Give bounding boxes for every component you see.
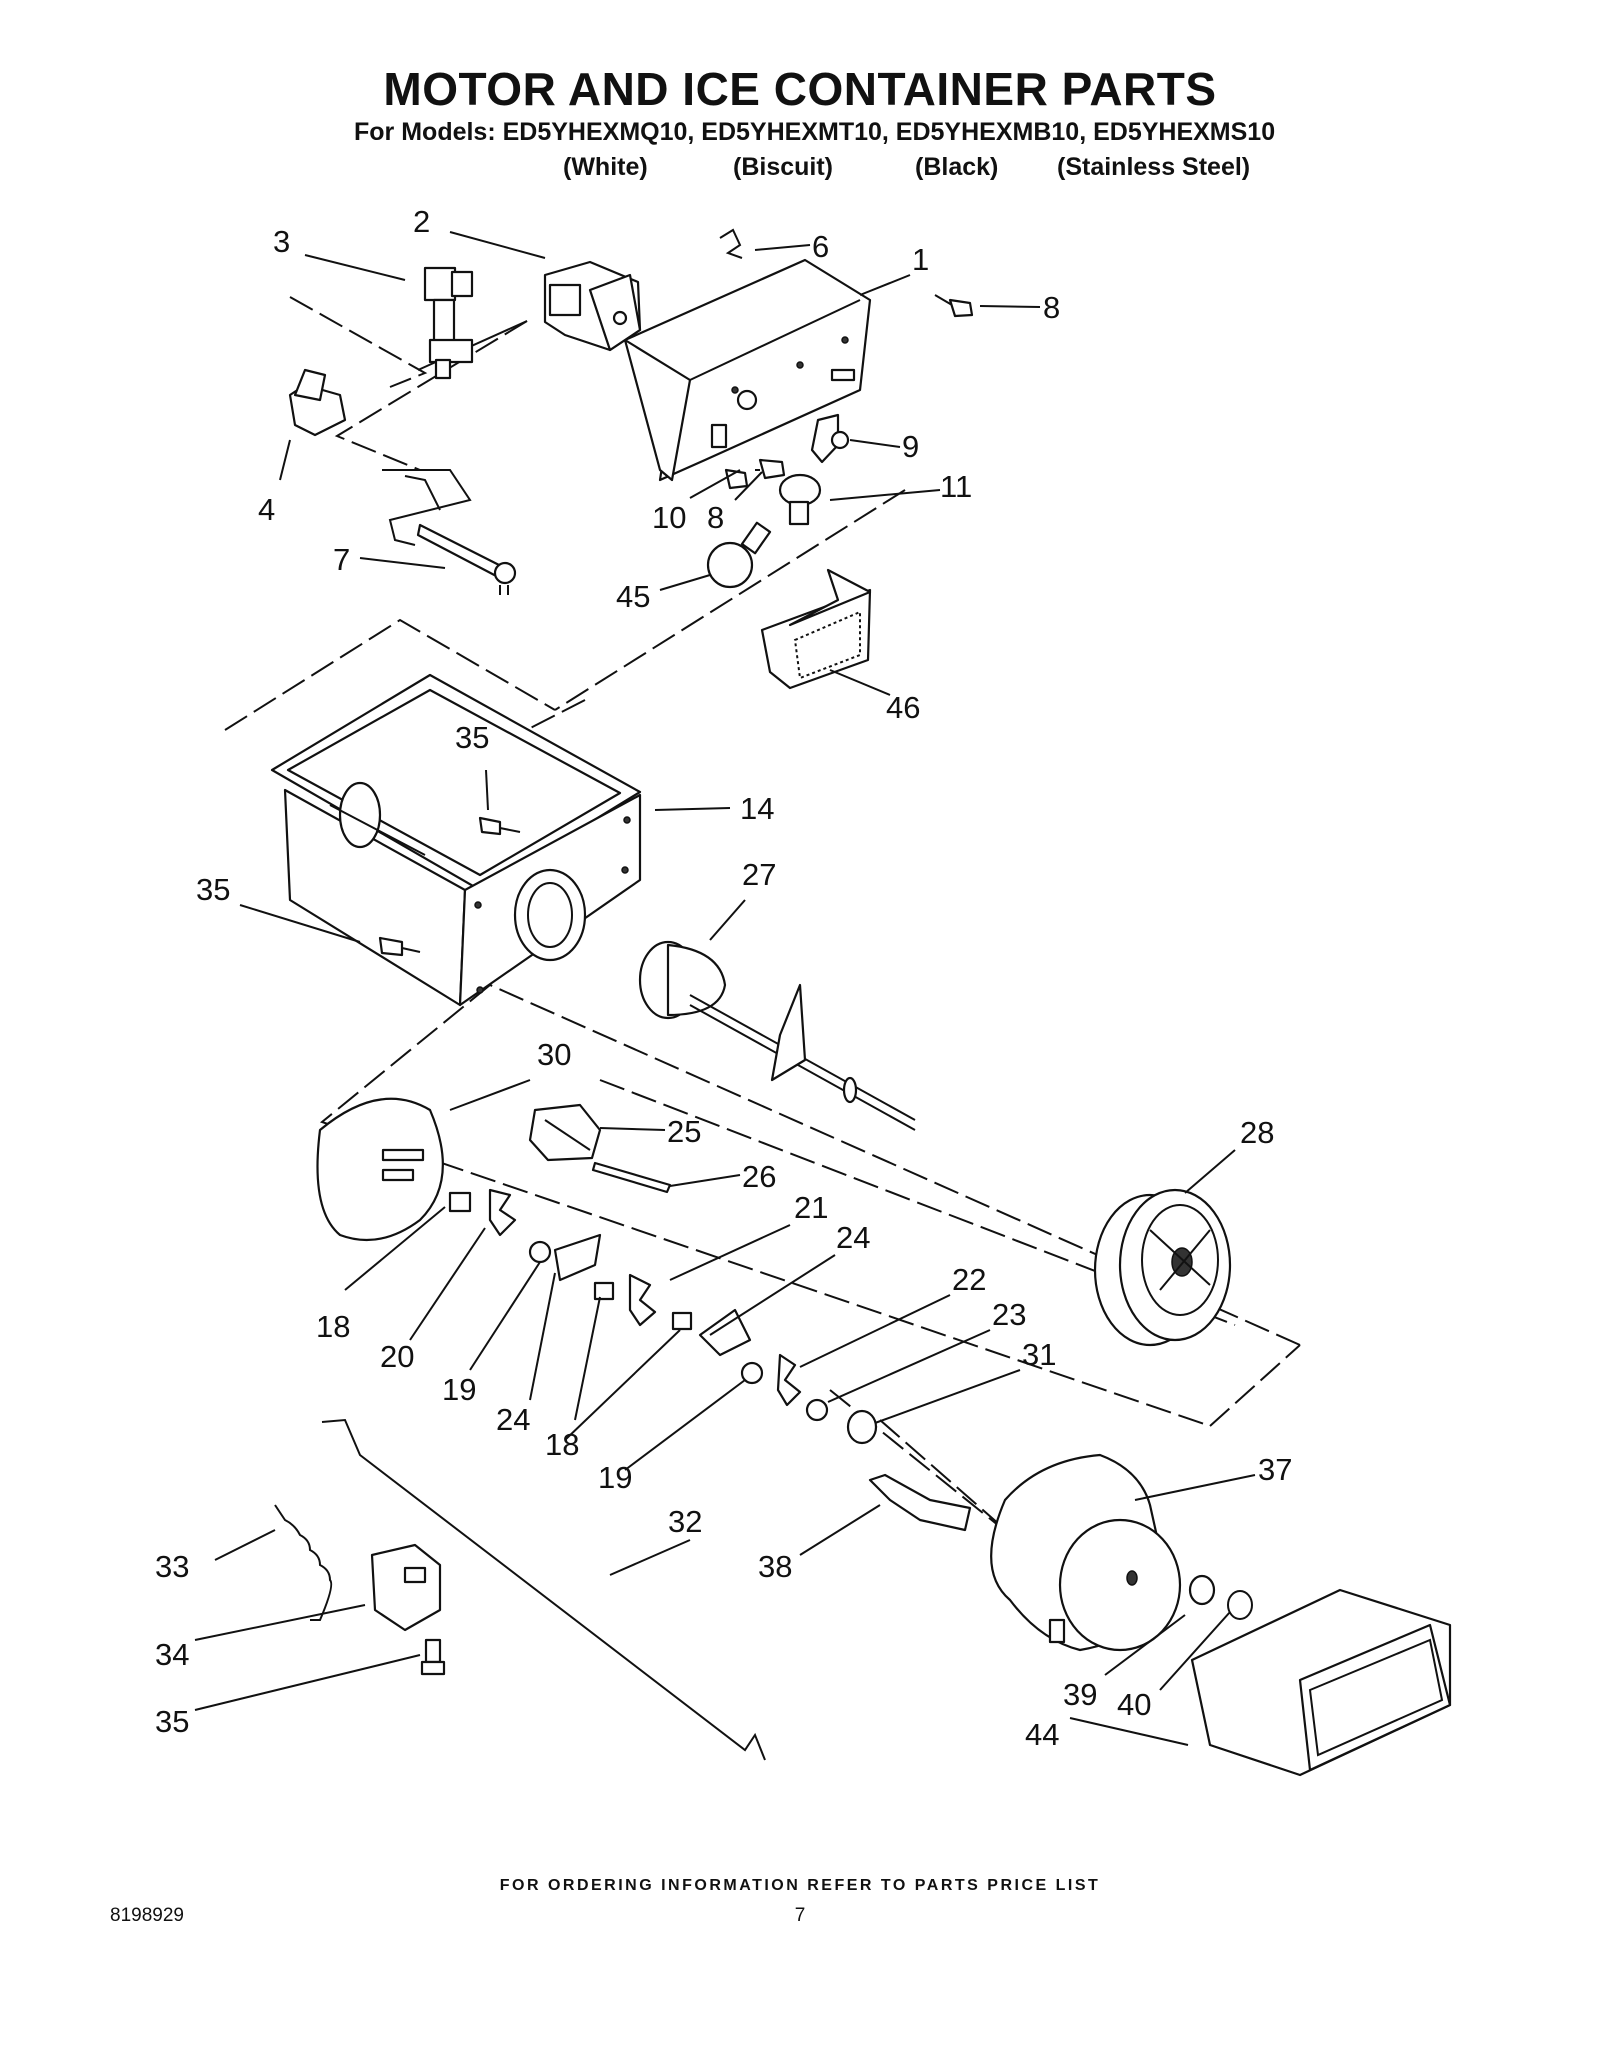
light-housing-part [810,413,850,464]
auger-motor-part [543,260,642,352]
bucket-front-part [1190,1588,1452,1777]
callout-38: 38 [758,1549,792,1584]
wire-harness-part [382,469,517,595]
callout-11: 11 [940,469,972,504]
callout-34: 34 [155,1637,189,1672]
bottom-screw-part [420,1638,446,1676]
callout-14: 14 [740,791,774,826]
light-bulb-part [706,521,772,589]
callout-9: 9 [902,429,919,464]
callout-numbers: 3 2 6 1 8 9 11 10 8 4 7 45 46 35 14 27 3… [155,204,1292,1752]
callout-18-left: 18 [316,1309,350,1344]
callout-32: 32 [668,1504,702,1539]
callout-24-right: 24 [836,1220,870,1255]
color-white: (White) [563,153,648,181]
callout-6: 6 [812,229,829,264]
crusher-blade-stack [448,1188,878,1445]
bracket-part [370,1543,442,1632]
solenoid-valve-part [423,266,474,380]
models-line: For Models: ED5YHEXMQ10, ED5YHEXMT10, ED… [354,118,1276,146]
callout-4: 4 [258,492,275,527]
drive-housing-part [990,1453,1182,1652]
callout-44: 44 [1025,1717,1059,1752]
auger-part [638,940,916,1131]
callout-37: 37 [1258,1452,1292,1487]
document-number: 8198929 [110,1905,184,1926]
callout-27: 27 [742,857,776,892]
callout-24-left: 24 [496,1402,530,1437]
cam-part [868,1473,972,1532]
callout-33: 33 [155,1549,189,1584]
callout-35-container: 35 [455,720,489,755]
callout-19-center: 19 [598,1460,632,1495]
callout-31: 31 [1022,1337,1056,1372]
callout-18-center: 18 [545,1427,579,1462]
container-screw-parts [378,816,521,957]
callout-25: 25 [667,1114,701,1149]
callout-23: 23 [992,1297,1026,1332]
clip-part [719,228,743,259]
motor-bracket-part [623,258,872,482]
rod-part [321,1418,766,1761]
callout-39: 39 [1063,1677,1097,1712]
callout-21: 21 [794,1190,828,1225]
crusher-plate-part [316,1097,444,1242]
callout-8-center: 8 [707,500,724,535]
page-number: 7 [794,1905,806,1926]
callout-10: 10 [652,500,686,535]
lamp-socket-part [778,473,822,526]
callout-30: 30 [537,1037,571,1072]
page-title: MOTOR AND ICE CONTAINER PARTS [383,63,1217,115]
ordering-note: FOR ORDERING INFORMATION REFER TO PARTS … [499,1877,1101,1894]
callout-1: 1 [912,242,929,277]
callout-8-right: 8 [1043,290,1060,325]
spring-part [274,1504,333,1621]
callout-22: 22 [952,1262,986,1297]
ice-container-part [270,673,642,1007]
color-black: (Black) [915,153,999,181]
washer-clip-parts [1188,1574,1253,1620]
light-shield-part [760,568,872,690]
callout-46: 46 [886,690,920,725]
callout-40: 40 [1117,1687,1151,1722]
color-stainless-steel: (Stainless Steel) [1057,153,1251,181]
callout-26: 26 [742,1159,776,1194]
crusher-wheel-part [1093,1188,1232,1347]
crusher-block-part [528,1103,672,1194]
callout-45: 45 [616,579,650,614]
callout-3: 3 [273,224,290,259]
callout-28: 28 [1240,1115,1274,1150]
callout-20: 20 [380,1339,414,1374]
color-biscuit: (Biscuit) [733,153,833,181]
callout-2: 2 [413,204,430,239]
callout-35-side: 35 [196,872,230,907]
leader-lines [194,231,1256,1746]
valve-bracket-part [288,368,347,437]
callout-19-left: 19 [442,1372,476,1407]
callout-35-bottom: 35 [155,1704,189,1739]
callout-7: 7 [333,542,350,577]
